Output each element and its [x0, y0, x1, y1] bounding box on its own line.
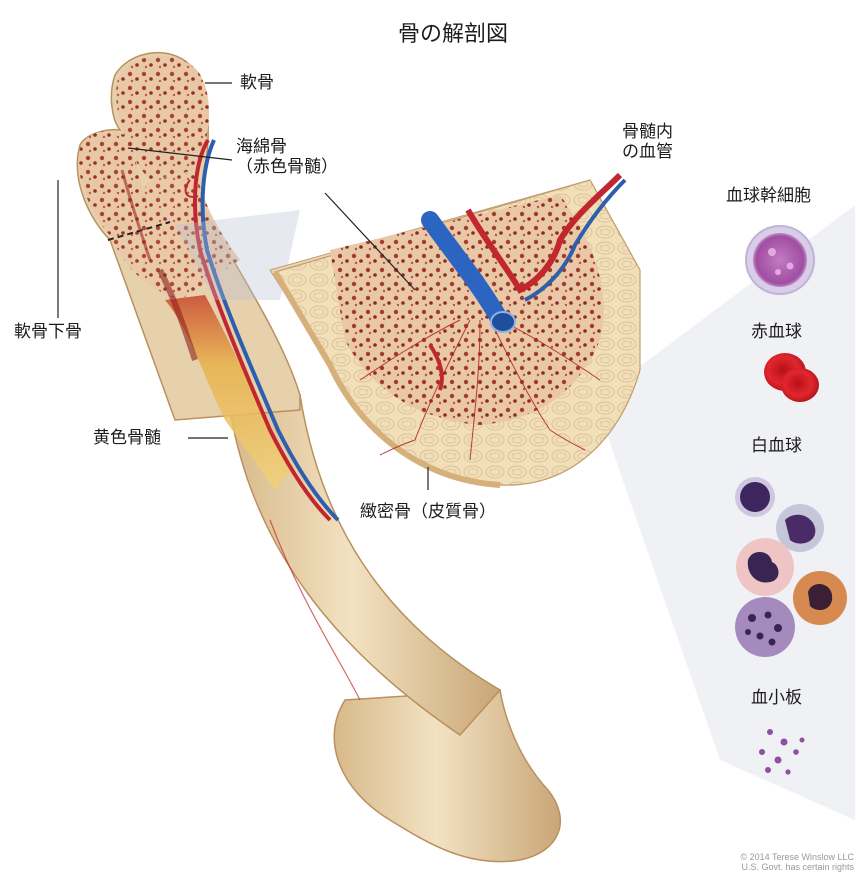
label-platelet: 血小板: [751, 688, 802, 708]
label-subchondral-bone: 軟骨下骨: [14, 322, 82, 342]
label-yellow-marrow: 黄色骨髄: [93, 428, 161, 448]
label-compact-bone: 緻密骨（皮質骨）: [360, 502, 496, 522]
label-cartilage: 軟骨: [240, 73, 274, 93]
label-marrow-vessels: 骨髄内 の血管: [622, 122, 673, 162]
cross-section: [270, 175, 640, 485]
vein-opening: [491, 312, 515, 332]
copyright-credit: © 2014 Terese Winslow LLC U.S. Govt. has…: [740, 852, 854, 872]
label-white-blood-cell: 白血球: [751, 436, 802, 456]
page-title: 骨の解剖図: [398, 22, 508, 48]
label-stem-cell: 血球幹細胞: [726, 186, 811, 206]
stem-cell: [746, 226, 814, 294]
label-spongy-bone: 海綿骨 （赤色骨髄）: [236, 137, 338, 177]
label-red-blood-cell: 赤血球: [751, 322, 802, 342]
